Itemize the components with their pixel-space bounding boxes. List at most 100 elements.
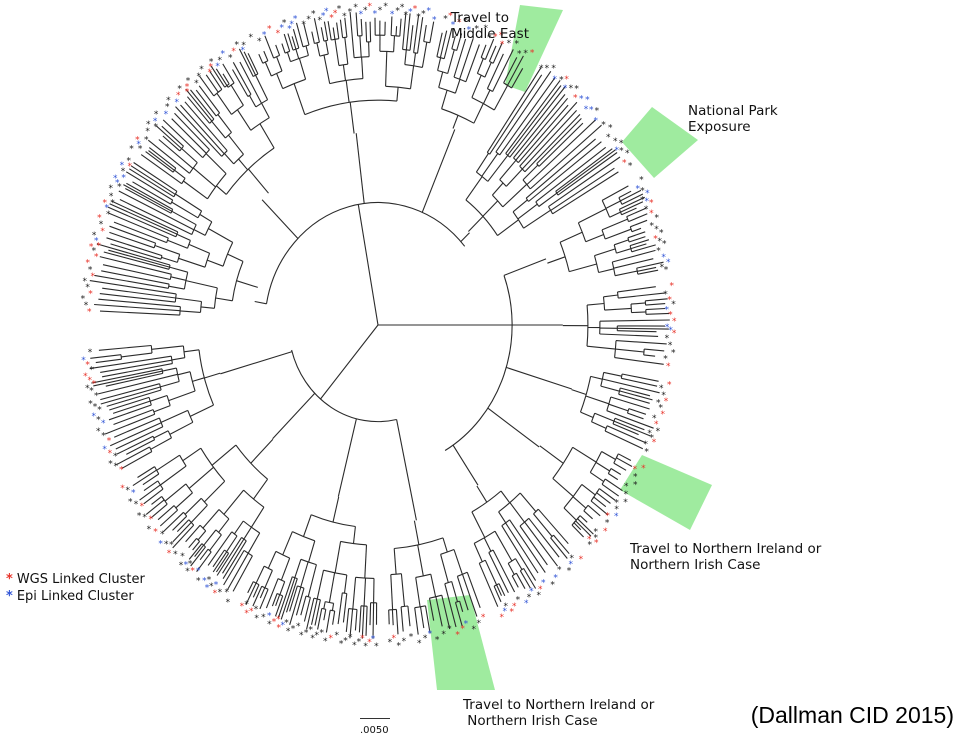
tree-branch — [483, 89, 491, 104]
tree-branch — [185, 280, 218, 289]
tree-branch — [252, 584, 260, 598]
tip-marker: * — [664, 305, 669, 315]
tree-branch — [215, 297, 233, 302]
tree-branch — [515, 97, 569, 161]
tip-marker: * — [499, 613, 504, 623]
tree-branch — [113, 409, 154, 426]
tip-marker: * — [180, 552, 185, 562]
tree-branch — [185, 524, 201, 543]
tree-branch — [211, 444, 237, 466]
tip-marker: * — [633, 481, 638, 491]
tip-marker: * — [102, 445, 107, 455]
tree-branch — [236, 109, 252, 131]
tree-branch — [443, 27, 453, 59]
tip-marker: * — [367, 2, 372, 12]
tree-branch — [139, 484, 161, 501]
tree-branch — [342, 64, 347, 81]
tree-branch — [438, 71, 444, 88]
tip-marker: * — [267, 620, 272, 630]
tree-arc — [614, 340, 617, 358]
tree-branch — [176, 519, 190, 532]
tree-arc — [148, 397, 152, 406]
tree-branch — [300, 561, 309, 588]
tree-branch — [513, 94, 566, 159]
tree-branch — [550, 537, 568, 559]
tip-marker: * — [633, 465, 638, 475]
tree-branch — [586, 345, 616, 350]
tip-marker: * — [108, 449, 113, 459]
tree-arc — [181, 178, 186, 184]
tip-marker: * — [628, 161, 633, 171]
tip-marker: * — [221, 49, 226, 59]
tree-branch — [571, 524, 584, 538]
tip-marker: * — [574, 85, 579, 95]
tree-branch — [556, 149, 616, 194]
annotation-northern-ireland-right: Travel to Northern Ireland or Northern I… — [630, 541, 822, 573]
tree-branch — [620, 387, 651, 397]
tree-branch — [94, 303, 181, 312]
tree-branch — [150, 437, 172, 450]
tip-marker: * — [165, 103, 170, 113]
tree-arc — [321, 607, 326, 610]
tree-branch — [451, 581, 459, 602]
tree-branch — [610, 396, 650, 410]
tip-marker: * — [88, 290, 93, 300]
tree-branch — [172, 515, 188, 531]
tip-marker: * — [667, 381, 672, 391]
tree-branch — [205, 153, 227, 174]
tree-branch — [252, 585, 263, 607]
tip-marker: * — [142, 513, 147, 523]
tree-arc — [354, 56, 370, 59]
tip-marker: * — [93, 403, 98, 413]
tree-branch — [153, 405, 171, 413]
tree-branch — [143, 488, 164, 505]
tree-branch — [247, 53, 259, 75]
tip-marker: * — [447, 625, 452, 635]
tip-marker: * — [579, 555, 584, 565]
tree-branch — [559, 231, 583, 243]
tip-marker: * — [589, 105, 594, 115]
tip-marker: * — [460, 625, 465, 635]
tree-branch — [281, 43, 286, 54]
tree-branch — [550, 167, 615, 211]
tree-branches — [89, 11, 670, 639]
tree-branch — [183, 349, 200, 353]
tree-branch — [616, 457, 633, 467]
tree-branch — [488, 552, 509, 594]
tree-branch — [310, 598, 318, 625]
tree-branch — [572, 496, 587, 509]
tree-branch — [439, 30, 448, 58]
tree-branch — [630, 243, 647, 250]
tip-marker: * — [333, 9, 338, 19]
tree-branch — [215, 68, 228, 86]
tree-arc — [495, 151, 501, 156]
tree-branch — [239, 61, 262, 104]
tip-marker: * — [644, 205, 649, 215]
tree-branch — [499, 159, 517, 180]
tree-branch — [589, 471, 605, 483]
tree-arc — [563, 484, 583, 509]
tip-marker: * — [92, 380, 97, 390]
tree-branch — [454, 602, 463, 627]
tip-marker: * — [654, 225, 659, 235]
tree-branch — [598, 488, 616, 501]
tree-branch — [359, 35, 362, 58]
tip-marker: * — [523, 49, 528, 59]
tip-marker: * — [88, 348, 93, 358]
tip-marker: * — [451, 20, 456, 30]
tree-branch — [452, 444, 479, 486]
tip-marker: * — [553, 75, 558, 85]
tree-branch — [533, 513, 553, 537]
tree-branch — [626, 207, 647, 218]
tree-branch — [308, 540, 316, 563]
tree-branch — [190, 89, 215, 120]
tree-branch — [620, 201, 644, 213]
tip-marker: * — [665, 334, 670, 344]
tree-branch — [258, 53, 264, 64]
tree-branch — [349, 12, 355, 58]
tip-marker: * — [136, 140, 141, 150]
tip-marker: * — [413, 4, 418, 14]
tip-marker: * — [339, 640, 344, 650]
tip-marker: * — [129, 145, 134, 155]
tree-branch — [93, 370, 163, 387]
